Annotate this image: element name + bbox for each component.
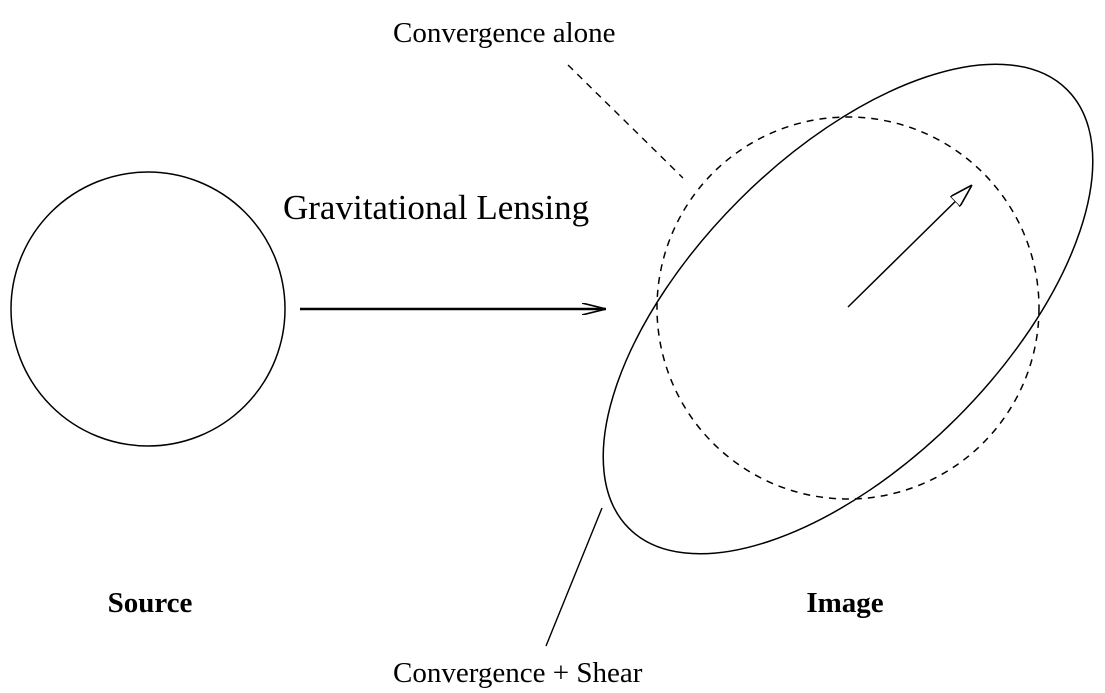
- source-circle: [10, 171, 286, 447]
- convergence-circle: [656, 116, 1040, 500]
- shear-arrow: [847, 185, 972, 308]
- convergence-alone-label: Convergence alone: [393, 17, 616, 49]
- source-label: Source: [108, 587, 193, 619]
- image-label: Image: [806, 587, 883, 619]
- convergence-alone-leader: [567, 64, 684, 179]
- convergence-shear-label: Convergence + Shear: [393, 657, 643, 689]
- convergence-shear-leader: [545, 507, 603, 647]
- diagram-title: Gravitational Lensing: [283, 188, 589, 227]
- shear-ellipse: [602, 63, 1094, 555]
